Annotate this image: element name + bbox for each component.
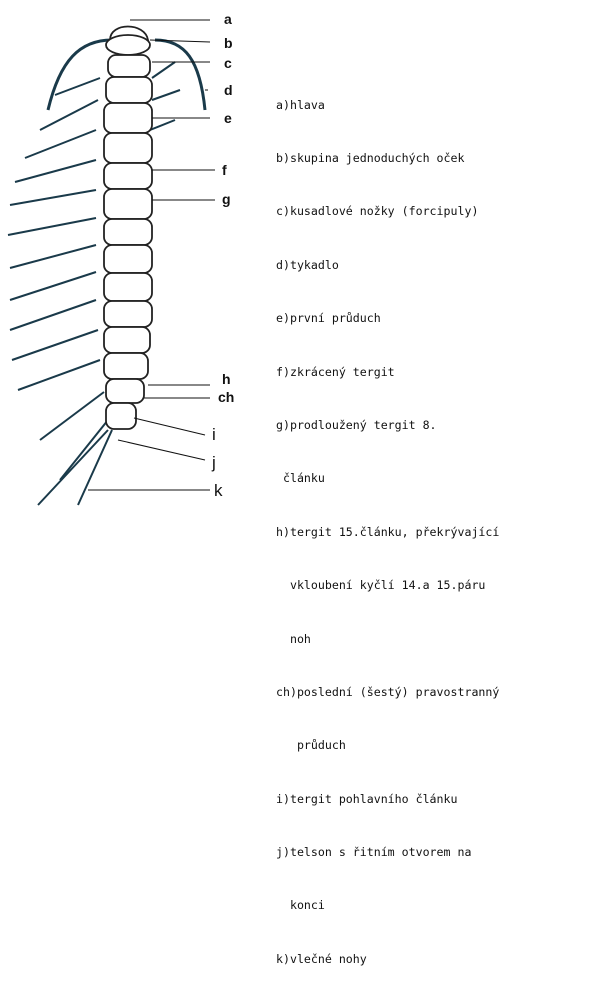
callout-e: e bbox=[224, 110, 232, 126]
legend-line-h-cont1: vkloubení kyčlí 14.a 15.páru bbox=[276, 577, 612, 595]
legend-line-h-cont2: noh bbox=[276, 631, 612, 649]
legend-line-j-cont: konci bbox=[276, 897, 612, 915]
callout-i: i bbox=[212, 425, 216, 444]
legend-line-k: k)vlečné nohy bbox=[276, 951, 612, 969]
legend-line-g: g)prodloužený tergit 8. bbox=[276, 417, 612, 435]
legend-line-ch-cont: průduch bbox=[276, 737, 612, 755]
callout-b: b bbox=[224, 35, 233, 51]
callout-j: j bbox=[211, 453, 216, 472]
legs-right bbox=[150, 62, 180, 130]
callout-ch: ch bbox=[218, 389, 234, 405]
legend-line-g-cont: článku bbox=[276, 470, 612, 488]
callout-a: a bbox=[224, 11, 232, 27]
legs-left bbox=[8, 78, 112, 505]
legend: a)hlava b)skupina jednoduchých oček c)ku… bbox=[276, 61, 612, 986]
callout-h: h bbox=[222, 371, 231, 387]
legend-line-d: d)tykadlo bbox=[276, 257, 612, 275]
callout-d: d bbox=[224, 82, 233, 98]
centipede-diagram: a b c d e f g h ch i j k bbox=[0, 0, 270, 518]
callout-f: f bbox=[222, 162, 227, 178]
legend-line-f: f)zkrácený tergit bbox=[276, 364, 612, 382]
legend-line-ch: ch)poslední (šestý) pravostranný bbox=[276, 684, 612, 702]
legend-line-j: j)telson s řitním otvorem na bbox=[276, 844, 612, 862]
legend-line-b: b)skupina jednoduchých oček bbox=[276, 150, 612, 168]
callout-k: k bbox=[214, 481, 223, 500]
legend-line-a: a)hlava bbox=[276, 97, 612, 115]
legend-line-i: i)tergit pohlavního článku bbox=[276, 791, 612, 809]
head bbox=[106, 27, 150, 56]
callout-letters: a b c d e f g h ch i j k bbox=[211, 11, 234, 500]
callout-c: c bbox=[224, 55, 232, 71]
legend-line-c: c)kusadlové nožky (forcipuly) bbox=[276, 203, 612, 221]
callout-g: g bbox=[222, 191, 231, 207]
legend-line-e: e)první průduch bbox=[276, 310, 612, 328]
legend-line-h: h)tergit 15.článku, překrývající bbox=[276, 524, 612, 542]
body-segments bbox=[104, 55, 152, 429]
